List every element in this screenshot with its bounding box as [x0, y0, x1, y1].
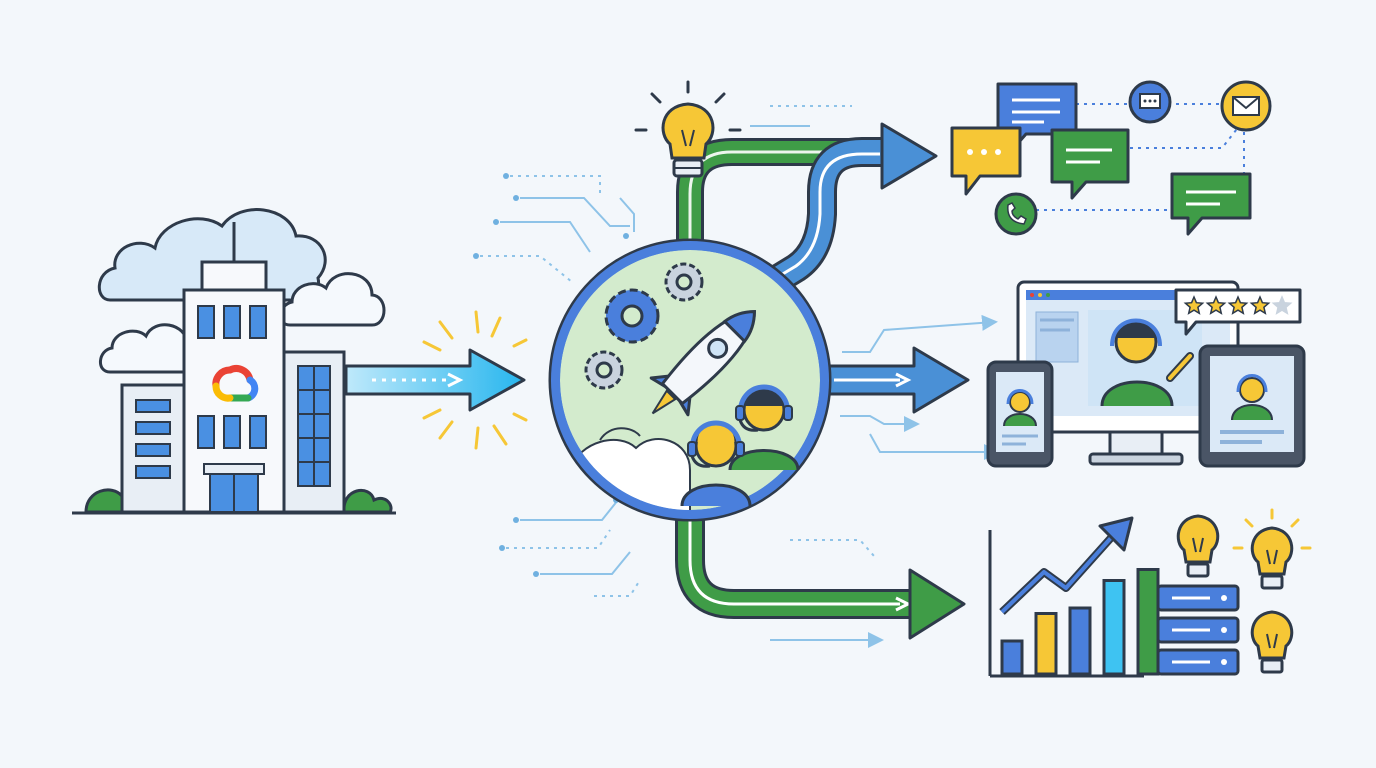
- star-rating-icon: [1174, 288, 1302, 336]
- chart-bar: [1000, 639, 1024, 676]
- star-icon: [1271, 295, 1293, 315]
- gear-icon: [604, 288, 660, 344]
- lightbulb-icon: [1176, 514, 1220, 578]
- star-icon: [1227, 295, 1249, 315]
- chart-bar: [1136, 568, 1160, 676]
- database-icon: [1156, 584, 1240, 676]
- phone-icon: [994, 192, 1038, 236]
- agent-headset-icon: [728, 384, 800, 471]
- gear-icon: [664, 262, 704, 302]
- star-icon: [1249, 295, 1271, 315]
- hub-circle: [548, 238, 832, 522]
- mail-icon: [1220, 80, 1272, 132]
- message-icon: [1128, 80, 1172, 124]
- analytics-cluster: [988, 508, 1312, 678]
- chart-bar: [1034, 612, 1058, 676]
- arrow-head-icon: [908, 568, 966, 640]
- google-cloud-logo: [212, 365, 259, 402]
- agent-headset-icon: [680, 420, 752, 507]
- enterprise-building-group: [72, 208, 396, 515]
- green-pipe-bottom: [675, 510, 966, 640]
- lightbulb-icon: [634, 80, 742, 178]
- arrow-head-icon: [880, 122, 938, 190]
- cloud-icon: [97, 208, 327, 303]
- chat-bubble-icon: [1050, 128, 1130, 200]
- messaging-cluster: [950, 80, 1272, 236]
- blue-pipe-top: [752, 122, 938, 303]
- chat-bubble-icon: [1170, 172, 1252, 236]
- lightbulb-icon: [1232, 508, 1312, 590]
- gear-icon: [584, 350, 624, 390]
- phone-device-icon: [986, 360, 1054, 468]
- trend-arrow-icon: [999, 516, 1134, 615]
- chat-bubble-icon: [950, 126, 1022, 196]
- star-icon: [1183, 295, 1205, 315]
- connector-dots: [473, 173, 629, 577]
- devices-cluster: [986, 280, 1306, 468]
- chart-bar: [1102, 579, 1126, 676]
- blue-arrow-middle: [818, 346, 970, 414]
- lightbulb-icon: [1250, 610, 1294, 674]
- input-data-arrow: [344, 310, 528, 450]
- star-icon: [1205, 295, 1227, 315]
- sparkle-icon: [422, 310, 528, 450]
- tablet-icon: [1198, 344, 1306, 468]
- rocket-icon: [649, 310, 756, 417]
- chart-bar: [1068, 606, 1092, 676]
